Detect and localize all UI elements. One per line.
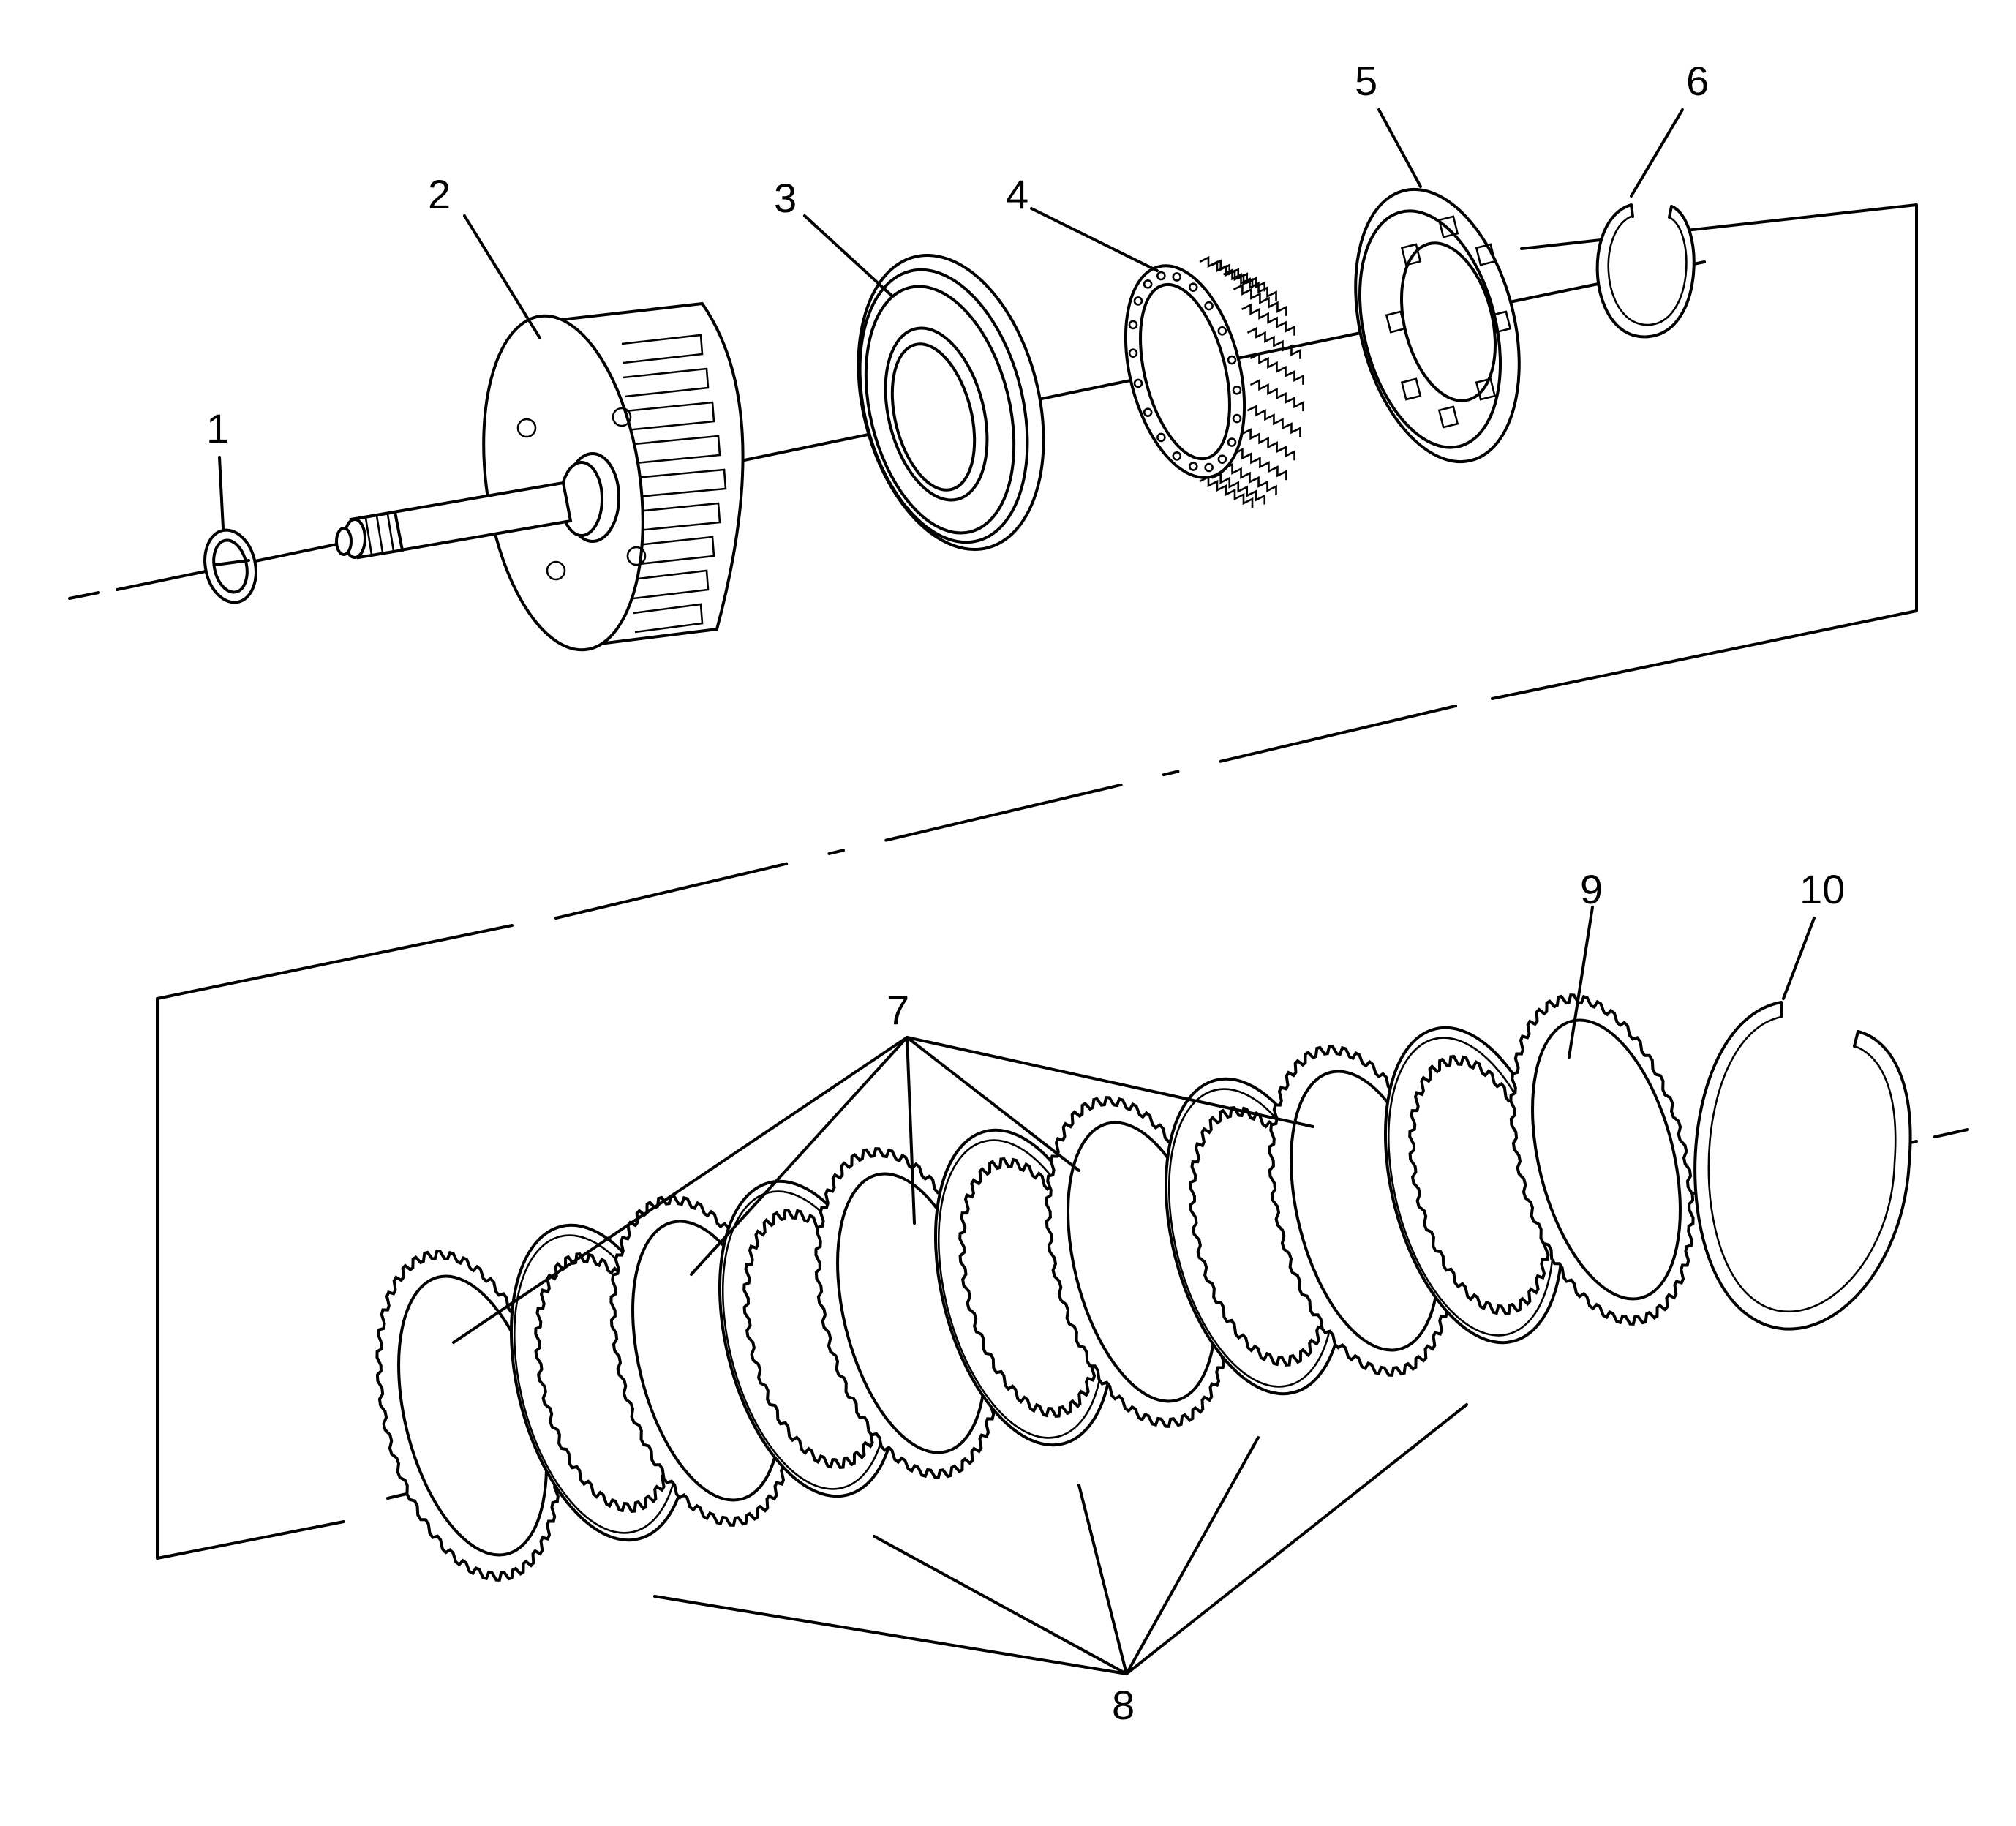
retainer-lug <box>1475 243 1497 266</box>
spring-coil <box>1233 448 1287 481</box>
callouts: 1 2 3 4 5 6 7 8 9 10 <box>206 58 1845 1728</box>
callout-2: 2 <box>428 171 451 217</box>
drum-spline <box>627 468 727 499</box>
plate-inner-edge <box>1531 1018 1682 1301</box>
spring-seat-hole <box>1143 279 1153 289</box>
part-6-snap-ring <box>1595 203 1696 339</box>
spring-seat-hole <box>1204 462 1214 473</box>
spring-coil <box>1199 255 1254 288</box>
spring-seat-hole <box>1188 462 1198 471</box>
spring-seat-hole <box>1172 272 1182 282</box>
callout-7: 7 <box>887 987 909 1033</box>
spring-seat-hole <box>1204 301 1214 311</box>
spring-seat-hole <box>1232 413 1242 424</box>
drum-spline <box>621 334 704 364</box>
spring-coil <box>1199 475 1254 508</box>
drum-spline <box>631 569 710 600</box>
drum-spline <box>630 536 715 566</box>
part-2-clutch-housing <box>335 301 745 652</box>
spring-seat-hole <box>1172 451 1182 461</box>
spring-seat-hole <box>1232 385 1242 395</box>
spring-coil <box>1211 472 1266 505</box>
spring-coil <box>1249 378 1304 412</box>
callout-5: 5 <box>1355 58 1377 104</box>
drum-spline <box>623 367 710 398</box>
drum-spline <box>628 502 721 533</box>
drum-spline <box>624 401 715 432</box>
retainer-lug <box>1400 243 1422 266</box>
spring-seat-hole <box>1156 271 1166 281</box>
spring-coil <box>1233 283 1287 316</box>
retainer-lug <box>1385 310 1407 334</box>
drum-spline <box>633 603 704 634</box>
callout-8: 8 <box>1112 1682 1135 1728</box>
callout-10: 10 <box>1799 866 1845 912</box>
spring-seat-hole <box>1227 437 1237 447</box>
spring-coil <box>1246 326 1301 359</box>
retainer-lug <box>1475 377 1497 401</box>
leader-lines <box>218 108 1816 1675</box>
drum-splines <box>621 334 727 634</box>
spring-coil <box>1246 405 1301 437</box>
spring-coil <box>1222 268 1277 301</box>
part-4-spring-assembly <box>1124 255 1304 508</box>
spring-seat-hole <box>1188 282 1198 292</box>
callout-4: 4 <box>1006 171 1028 217</box>
retainer-lug <box>1400 377 1422 401</box>
spring-coil <box>1241 428 1295 461</box>
friction-plate <box>718 1179 899 1498</box>
part-10-snap-ring <box>1693 1001 1912 1331</box>
spring-seat-hole <box>1128 348 1138 358</box>
part-3-piston <box>857 253 1045 552</box>
spring-seat-hole <box>1128 320 1138 330</box>
spring-seat-hole <box>1156 432 1166 443</box>
spring-seat-hole <box>1217 326 1227 336</box>
clutch-pack-7-8-9 <box>375 993 1695 1582</box>
spring-seat-hole <box>1133 296 1143 306</box>
retainer-lug <box>1490 310 1512 334</box>
part-9-backing-plate <box>1509 993 1695 1326</box>
retainer-lug <box>1437 215 1459 238</box>
callout-9: 9 <box>1580 866 1603 912</box>
spring-coil <box>1211 259 1266 292</box>
spring-seat-hole <box>1217 454 1227 464</box>
part-1-snap-ring <box>203 528 257 604</box>
spring-seat-hole <box>1227 355 1237 365</box>
part-5-retainer <box>1354 187 1521 464</box>
drum-spline <box>625 435 721 465</box>
callout-6: 6 <box>1686 58 1709 104</box>
spring-coil <box>1241 303 1295 336</box>
spring-seat-hole <box>1143 407 1153 417</box>
callout-3: 3 <box>774 175 797 221</box>
spring-coil <box>1249 352 1304 385</box>
plane-outline <box>156 203 1918 1560</box>
callout-1: 1 <box>206 405 229 451</box>
spring-coil <box>1222 462 1277 495</box>
retainer-lug <box>1437 405 1459 429</box>
spring-seat-hole <box>1133 378 1143 388</box>
